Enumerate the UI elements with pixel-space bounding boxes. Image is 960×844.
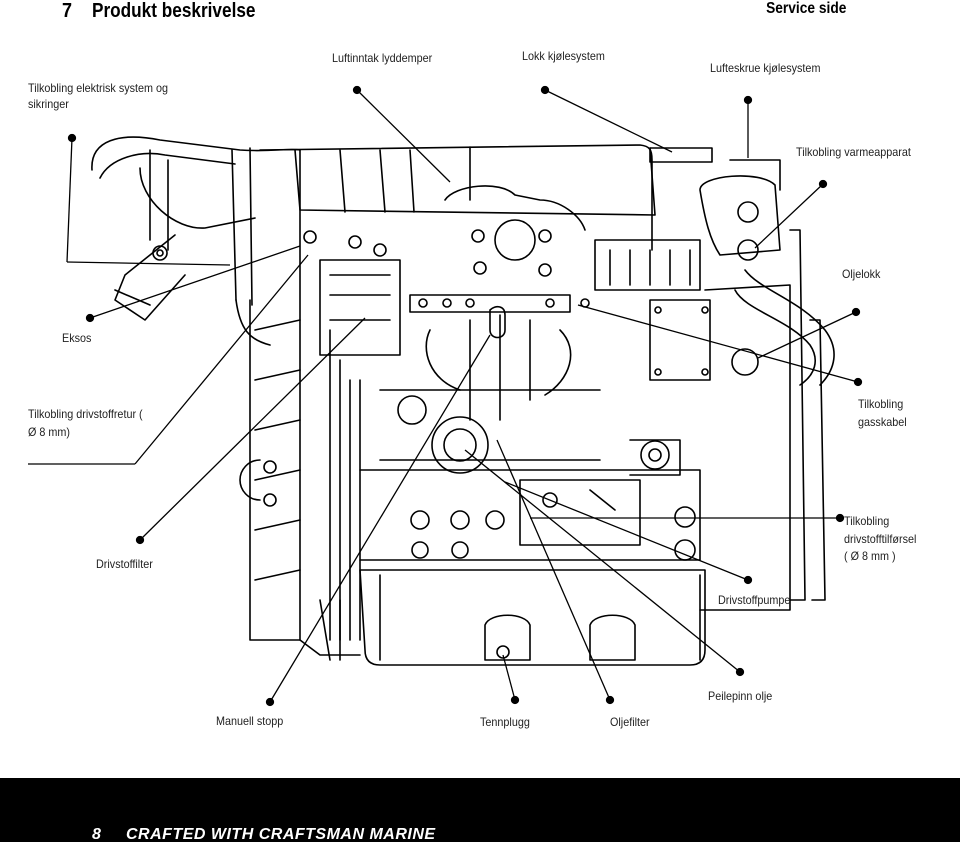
label-manuell-stopp: Manuell stopp — [216, 714, 284, 728]
label-peilepinn: Peilepinn olje — [708, 689, 773, 703]
label-gasskabel: Tilkobling — [858, 397, 904, 411]
label-gasskabel-line2: gasskabel — [858, 415, 907, 429]
engine-drawing — [91, 136, 835, 666]
label-drivstoffilter: Drivstoffilter — [96, 557, 153, 571]
label-tennplugg: Tennplugg — [480, 715, 530, 729]
chapter-title: Produkt beskrivelse — [92, 0, 256, 22]
label-oljelokk: Oljelokk — [842, 267, 881, 281]
chapter-number: 7 — [62, 0, 72, 22]
footer-brand: CRAFTED WITH CRAFTSMAN MARINE — [126, 826, 436, 843]
label-tilkobling-elektrisk: Tilkobling elektrisk system og — [28, 81, 169, 95]
label-drivstofftilforsel-line2: drivstofftilførsel — [844, 532, 917, 546]
label-drivstoffretur-line2: Ø 8 mm) — [28, 425, 71, 439]
page-number: 8 — [92, 826, 101, 843]
label-lufteskrue: Lufteskrue kjølesystem — [710, 61, 821, 75]
label-drivstofftilforsel-line3: ( Ø 8 mm ) — [844, 549, 896, 563]
label-drivstofftilforsel: Tilkobling — [844, 514, 890, 528]
callout-lines — [28, 85, 863, 707]
label-drivstoffpumpe: Drivstoffpumpe — [718, 593, 791, 607]
label-drivstoffretur: Tilkobling drivstoffretur ( — [28, 407, 143, 421]
section-title: Service side — [765, 0, 846, 17]
label-luftinntak: Luftinntak lyddemper — [332, 51, 433, 65]
engine-diagram — [28, 85, 863, 707]
label-tilkobling-elektrisk-line2: sikringer — [28, 97, 69, 111]
label-varmeapparat: Tilkobling varmeapparat — [796, 145, 911, 159]
label-eksos: Eksos — [62, 331, 92, 345]
label-oljefilter: Oljefilter — [610, 715, 650, 729]
page-footer: 8 CRAFTED WITH CRAFTSMAN MARINE — [0, 778, 960, 843]
label-lokk-kjolesystem: Lokk kjølesystem — [522, 49, 605, 63]
page-header: 7 Produkt beskrivelse Service side — [0, 0, 960, 24]
